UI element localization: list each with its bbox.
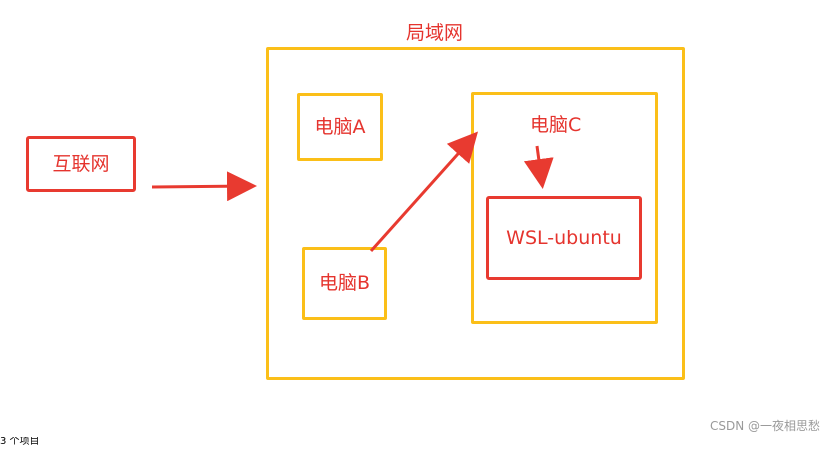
internet-label: 互联网 [52,152,110,175]
lan-label: 局域网 [406,22,464,44]
footer-item-count: 3 个项目 [0,437,40,447]
pc-c-label: 电脑C [530,114,582,136]
pc-a-node: 电脑A [297,93,383,161]
watermark: CSDN @一夜相思愁 [709,419,820,433]
pc-b-node: 电脑B [302,247,387,320]
wsl-ubuntu-node: WSL-ubuntu [486,196,642,280]
internet-node: 互联网 [26,136,136,192]
pc-a-label: 电脑A [314,115,366,138]
internet-to-lan-arrow [151,171,257,202]
wsl-ubuntu-label: WSL-ubuntu [506,226,622,249]
pc-b-label: 电脑B [318,272,371,294]
